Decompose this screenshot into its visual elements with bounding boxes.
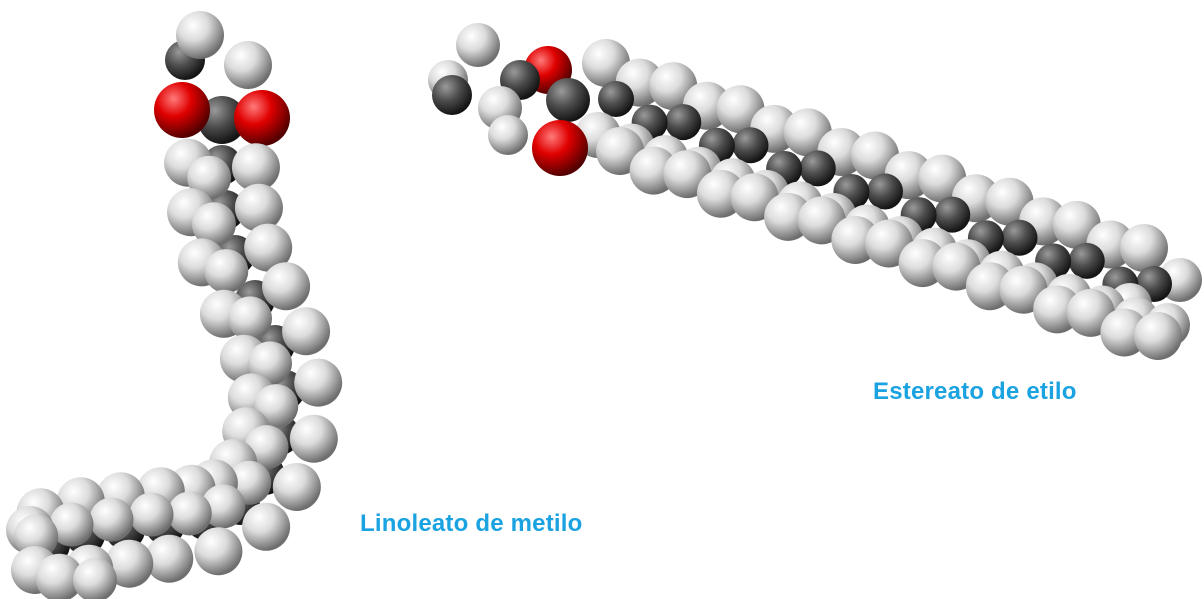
hydrogen-atom (242, 502, 291, 551)
carbon-atom (1068, 242, 1105, 279)
carbon-atom (1001, 219, 1038, 256)
molecule-linoleato-de-metilo (6, 11, 343, 599)
hydrogen-atom (167, 491, 212, 536)
hydrogen-atom (224, 41, 272, 89)
hydrogen-atom (272, 462, 321, 511)
carbon-atom (799, 150, 836, 187)
hydrogen-atom (14, 514, 59, 559)
oxygen-atom (234, 90, 290, 146)
oxygen-atom (154, 82, 210, 138)
hydrogen-atom (73, 558, 117, 599)
hydrogen-atom (204, 249, 249, 294)
hydrogen-atom (289, 414, 338, 463)
hydrogen-atom (191, 202, 236, 247)
hydrogen-atom (105, 539, 154, 588)
molecule-label-estereato: Estereato de etilo (873, 378, 1077, 405)
hydrogen-atom (488, 115, 528, 155)
hydrogen-atom (294, 358, 343, 407)
carbon-atom (598, 81, 634, 117)
oxygen-atom (532, 120, 588, 176)
carbon-atom (934, 196, 971, 233)
hydrogen-atom (248, 341, 293, 386)
carbon-atom (732, 127, 769, 164)
carbon-atom (665, 104, 702, 141)
hydrogen-atom (456, 23, 500, 67)
hydrogen-atom (129, 492, 174, 537)
molecule-label-linoleato: Linoleato de metilo (360, 510, 583, 537)
hydrogen-atom (234, 183, 283, 232)
hydrogen-atom (145, 534, 194, 583)
molecule-estereato-de-etilo (428, 23, 1202, 360)
hydrogen-atom (176, 11, 224, 59)
carbon-atom (198, 96, 246, 144)
carbon-atom (867, 173, 903, 210)
hydrogen-atom (194, 527, 243, 576)
hydrogen-atom (1120, 224, 1168, 272)
hydrogen-atom (201, 484, 246, 529)
hydrogen-atom (228, 296, 273, 341)
hydrogen-atom (262, 262, 311, 311)
hydrogen-atom (35, 553, 84, 599)
hydrogen-atom (89, 497, 134, 542)
carbon-atom (432, 75, 472, 115)
carbon-atom (546, 78, 590, 122)
hydrogen-atom (1134, 312, 1182, 360)
hydrogen-atom (282, 307, 331, 356)
hydrogen-atom (187, 155, 232, 200)
hydrogen-atom (244, 223, 293, 272)
hydrogen-atom (231, 143, 280, 192)
hydrogen-atom (49, 502, 94, 547)
